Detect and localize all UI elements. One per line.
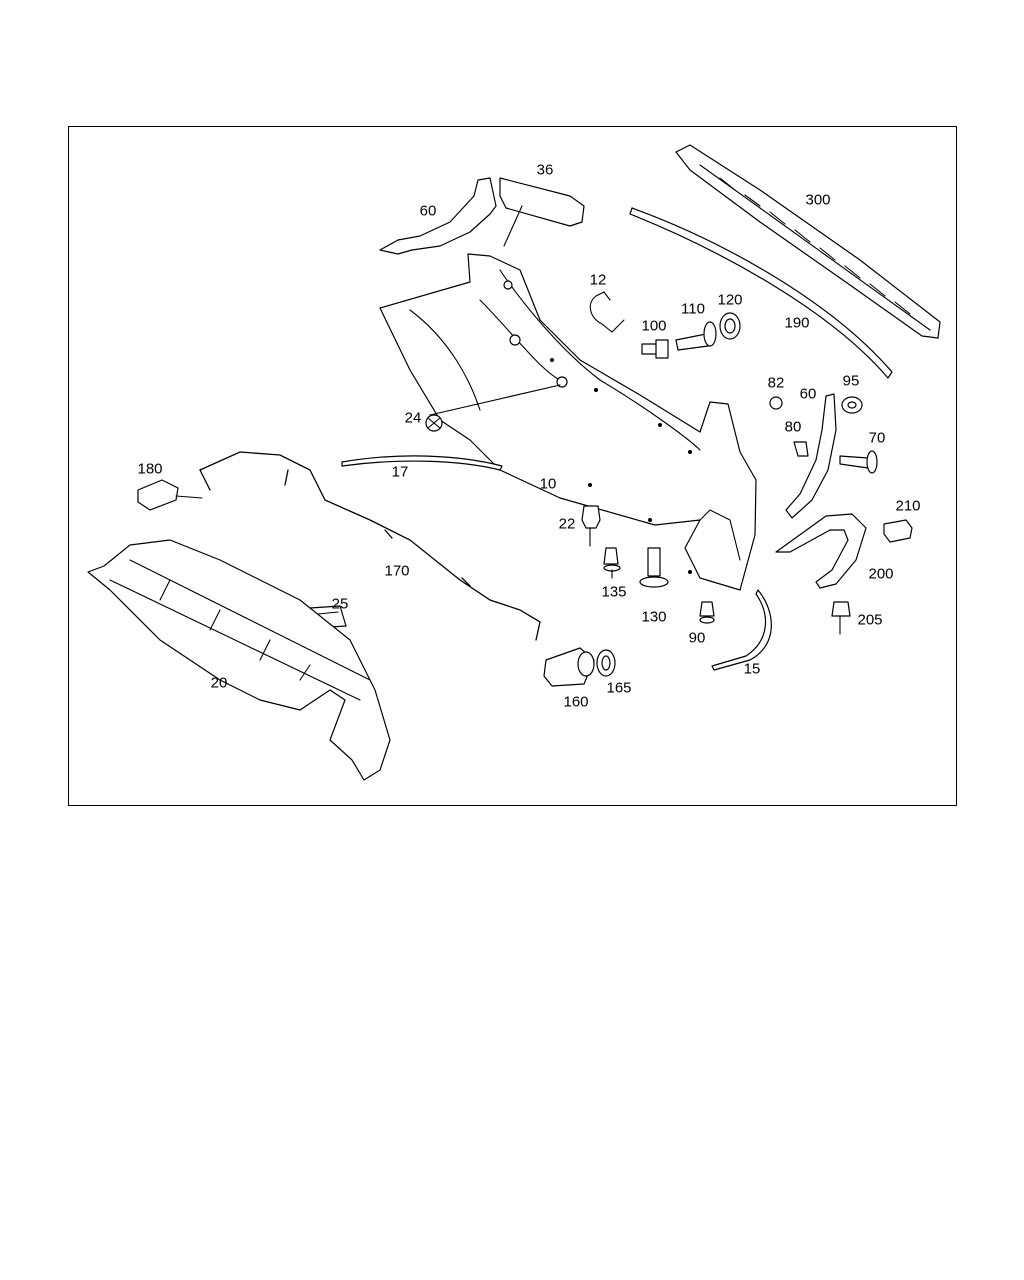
callout-205: 205 — [857, 611, 883, 629]
part-15-strip — [711, 589, 772, 671]
callout-300: 300 — [805, 191, 831, 209]
part-130-screw — [639, 547, 669, 588]
part-110-screw — [675, 321, 717, 351]
callout-60-left: 60 — [419, 202, 437, 220]
callout-135: 135 — [601, 583, 627, 601]
part-200-bracket — [775, 513, 867, 589]
callout-200: 200 — [868, 565, 894, 583]
callout-190: 190 — [784, 314, 810, 332]
callout-22: 22 — [558, 515, 576, 533]
part-120-grommet — [719, 312, 741, 340]
part-165-ring — [596, 649, 616, 677]
callout-10: 10 — [539, 475, 557, 493]
callout-24: 24 — [404, 409, 422, 427]
callout-90: 90 — [688, 629, 706, 647]
part-90-nut — [699, 601, 715, 624]
callout-20: 20 — [210, 674, 228, 692]
part-210-block — [883, 519, 913, 543]
part-205-clip — [831, 601, 851, 635]
part-20-diffuser — [87, 539, 391, 781]
callout-82: 82 — [767, 374, 785, 392]
callout-80: 80 — [784, 418, 802, 436]
part-300-trim-strip — [675, 144, 941, 339]
part-22-push-pin — [581, 505, 601, 547]
part-60-bracket-left — [379, 177, 497, 255]
callout-210: 210 — [895, 497, 921, 515]
callout-120: 120 — [717, 291, 743, 309]
callout-160: 160 — [563, 693, 589, 711]
callout-17: 17 — [391, 463, 409, 481]
callout-25: 25 — [331, 595, 349, 613]
callout-15: 15 — [743, 660, 761, 678]
part-135-clip — [603, 547, 621, 579]
part-82-nut — [769, 396, 783, 410]
part-100-clip — [641, 339, 669, 359]
part-70-screw — [839, 450, 878, 474]
callout-36: 36 — [536, 161, 554, 179]
callout-95: 95 — [842, 372, 860, 390]
part-95-washer — [841, 396, 863, 414]
part-36-reflector — [499, 177, 585, 227]
part-170-wiring-harness — [199, 451, 541, 641]
callout-60-right: 60 — [799, 385, 817, 403]
part-60-bracket-right — [785, 393, 837, 519]
callout-110: 110 — [681, 300, 705, 318]
part-24-grommet — [425, 414, 443, 432]
part-160-sensor — [543, 647, 595, 687]
part-17-strip — [341, 455, 503, 471]
diagram-frame — [68, 126, 957, 806]
callout-180: 180 — [137, 460, 163, 478]
callout-70: 70 — [868, 429, 886, 447]
callout-170: 170 — [384, 562, 410, 580]
callout-130: 130 — [641, 608, 667, 626]
callout-165: 165 — [606, 679, 632, 697]
callout-12: 12 — [589, 271, 607, 289]
callout-100: 100 — [641, 317, 667, 335]
part-180-connector — [137, 479, 203, 511]
part-190-strip — [629, 207, 893, 379]
part-12-hook — [589, 291, 625, 333]
part-80-clip — [793, 441, 809, 457]
